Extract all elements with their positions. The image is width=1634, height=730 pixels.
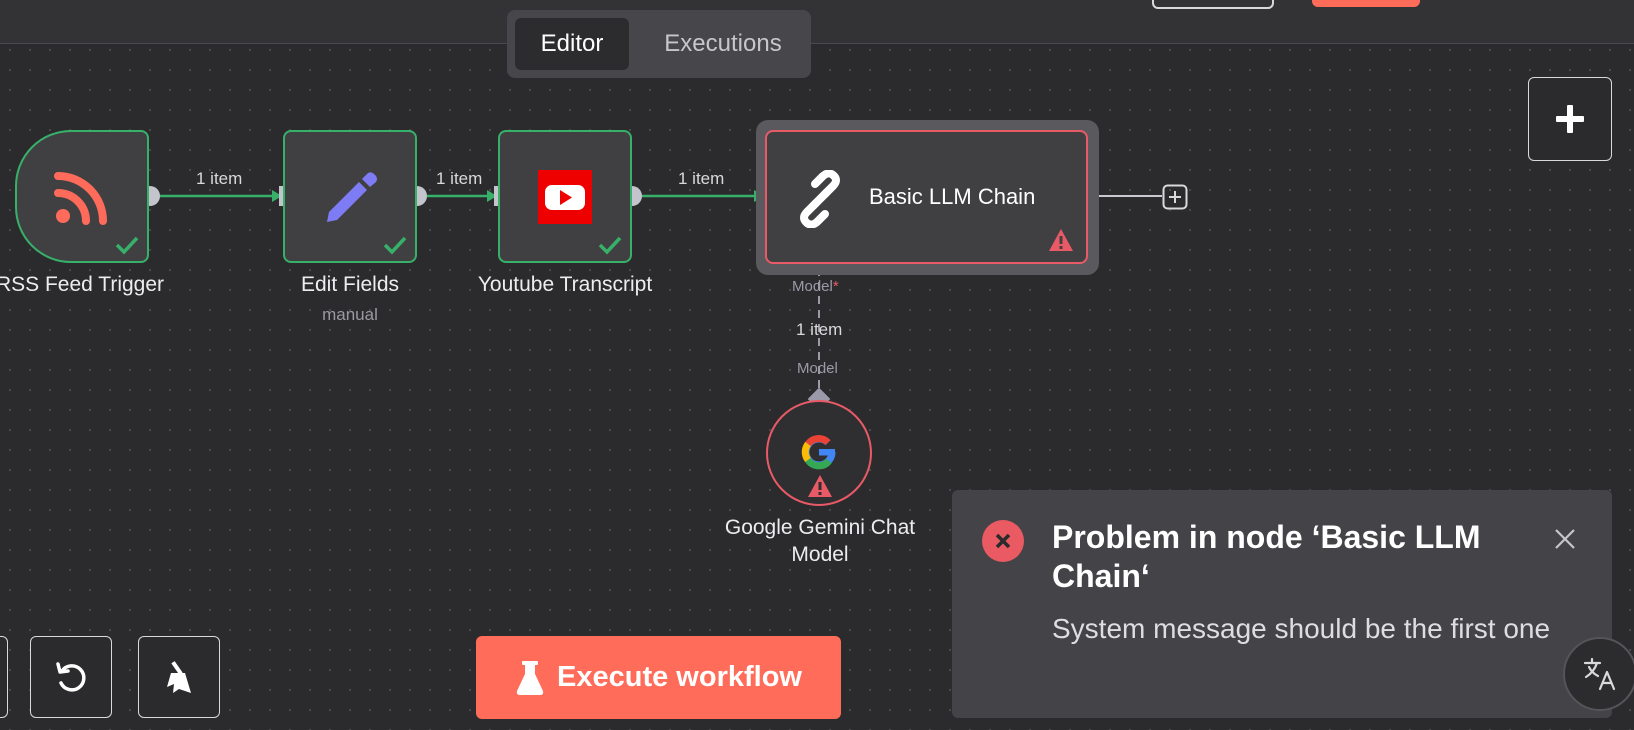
tab-editor[interactable]: Editor — [515, 18, 629, 70]
error-toast: Problem in node ‘Basic LLM Chain‘ System… — [952, 490, 1612, 718]
rss-icon — [54, 171, 107, 225]
success-check-icon — [383, 236, 407, 255]
youtube-node-label: Youtube Transcript — [477, 273, 653, 296]
execute-workflow-button[interactable]: Execute workflow — [476, 636, 841, 719]
warning-icon — [808, 475, 832, 497]
top-primary-button[interactable] — [1312, 0, 1420, 7]
undo-icon — [56, 662, 86, 692]
edit-fields-node-subtitle: manual — [322, 305, 378, 324]
gemini-port-label: Model — [797, 360, 838, 377]
google-icon — [801, 435, 836, 470]
node-basic-llm-chain[interactable]: Basic LLM Chain — [765, 130, 1088, 264]
error-circle-icon — [982, 520, 1024, 562]
edge-label-model: 1 item — [796, 320, 843, 339]
rss-node-label: RSS Feed Trigger — [0, 273, 165, 296]
top-outline-button[interactable] — [1152, 0, 1274, 9]
node-youtube-transcript[interactable] — [498, 130, 632, 263]
success-check-icon — [115, 236, 139, 255]
execute-workflow-label: Execute workflow — [557, 661, 802, 693]
clear-execution-button[interactable] — [138, 636, 220, 718]
close-icon — [1555, 529, 1575, 549]
llm-node-title: Basic LLM Chain — [869, 184, 1036, 209]
edge-label-rss-edit: 1 item — [196, 169, 243, 188]
warning-icon — [1049, 229, 1073, 251]
tab-executions[interactable]: Executions — [664, 30, 782, 57]
link-chain-icon — [800, 170, 840, 228]
node-rss-feed-trigger[interactable] — [15, 130, 149, 263]
gemini-node-label-line1: Google Gemini Chat — [724, 516, 916, 539]
partial-left-control-button[interactable] — [0, 636, 8, 718]
edit-fields-node-label: Edit Fields — [300, 273, 400, 296]
gemini-node-label-line2: Model — [791, 543, 849, 566]
youtube-icon — [538, 169, 592, 224]
translate-icon — [1583, 657, 1616, 691]
undo-button[interactable] — [30, 636, 112, 718]
top-bar — [0, 0, 1634, 44]
toast-close-button[interactable] — [1554, 528, 1576, 555]
node-google-gemini-chat-model[interactable] — [766, 400, 872, 506]
flask-icon — [516, 660, 544, 695]
node-edit-fields[interactable] — [283, 130, 417, 263]
view-tabs: Editor Executions — [507, 10, 811, 78]
pencil-icon — [327, 171, 377, 222]
edge-label-edit-youtube: 1 item — [436, 169, 483, 188]
add-next-node-button[interactable] — [1162, 184, 1188, 210]
add-node-button[interactable] — [1528, 77, 1612, 161]
required-asterisk: * — [832, 278, 839, 295]
translate-button[interactable] — [1563, 637, 1634, 711]
plus-square-icon — [1162, 184, 1188, 210]
success-check-icon — [598, 236, 622, 255]
toast-title: Problem in node ‘Basic LLM Chain‘ — [1052, 519, 1481, 594]
edge-label-youtube-llm: 1 item — [678, 169, 725, 188]
plus-icon — [1556, 105, 1584, 133]
gemini-node-label: Google Gemini Chat Model — [700, 514, 940, 568]
broom-icon — [167, 661, 191, 693]
toast-message: System message should be the first one — [1052, 613, 1551, 644]
model-port-label: Model* — [792, 278, 839, 295]
